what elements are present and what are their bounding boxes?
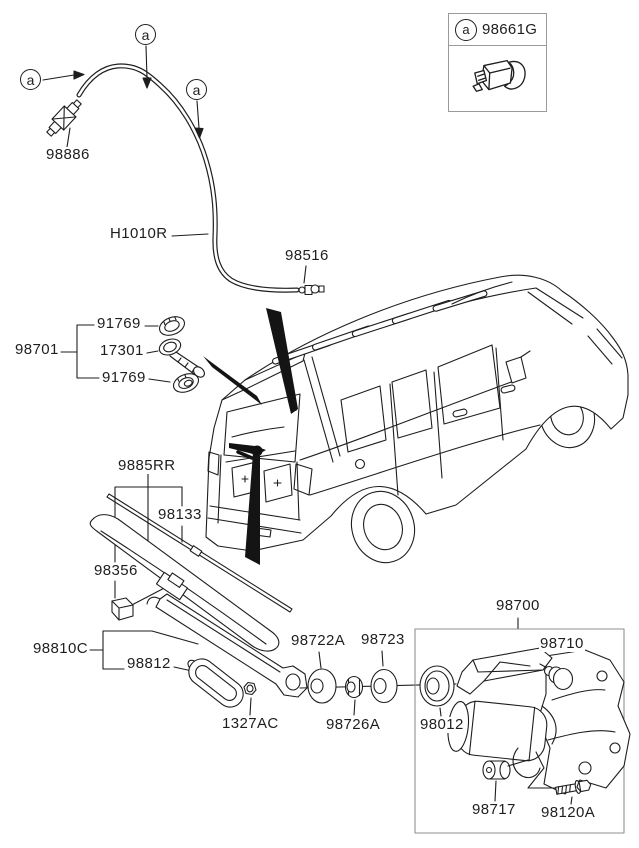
callout-letter: a xyxy=(141,26,150,43)
washer-nozzle-drawing xyxy=(298,284,325,296)
side-details xyxy=(299,328,623,496)
part-label-pivot-grommet: 98012 xyxy=(419,716,465,733)
part-label-pivot-nut: 98726A xyxy=(325,716,382,733)
part-label-grommet-tube: 17301 xyxy=(99,342,145,359)
part-label-blade-clip: 98356 xyxy=(93,562,139,579)
legend-callout-circle: a xyxy=(455,18,477,41)
washer-hose-drawing xyxy=(46,63,325,296)
legend-part-number: 98661G xyxy=(482,21,538,38)
legend-callout-letter: a xyxy=(462,22,470,37)
leader-lines xyxy=(42,45,573,805)
part-label-grommet-group: 98701 xyxy=(14,341,60,358)
part-label-motor: 98710 xyxy=(539,635,585,652)
clip-part-drawing xyxy=(471,59,526,92)
callout-a-1: a xyxy=(20,69,41,90)
legend-box: a 98661G xyxy=(448,13,547,112)
roof-rails xyxy=(271,290,488,365)
part-label-grommet-lower: 91769 xyxy=(101,369,147,386)
grommet-parts-drawing xyxy=(158,316,205,393)
hose-connector-drawing xyxy=(46,99,82,137)
part-label-motor-bushing: 98717 xyxy=(471,801,517,818)
part-label-washer-hose-connector: 98886 xyxy=(45,146,91,163)
callout-letter: a xyxy=(192,81,201,98)
pivot-fasteners-drawing xyxy=(299,668,457,704)
legend-header: a 98661G xyxy=(449,14,546,46)
part-label-motor-assembly: 98700 xyxy=(495,597,541,614)
callout-letter: a xyxy=(26,71,35,88)
part-label-pivot-cap: 98722A xyxy=(290,632,347,649)
part-label-wiper-arm-cover: 98812 xyxy=(126,655,172,672)
part-label-pivot-washer: 98723 xyxy=(360,631,406,648)
arm-nut-drawing xyxy=(243,681,257,696)
bolt-drawing xyxy=(555,779,592,795)
rear-window xyxy=(223,393,301,463)
callout-a-2: a xyxy=(135,24,156,45)
part-label-wiper-blade-refill: 98133 xyxy=(157,506,203,523)
part-label-washer-nozzle: 98516 xyxy=(284,247,330,264)
arm-cover-drawing xyxy=(187,658,244,708)
callout-a-3: a xyxy=(186,79,207,100)
part-label-wiper-blade-assembly: 9885RR xyxy=(117,457,177,474)
vehicle-drawing xyxy=(205,274,629,564)
bushing-drawing xyxy=(482,759,529,780)
motor-box xyxy=(414,628,631,834)
wiper-blade-drawing xyxy=(89,493,308,708)
part-label-wiper-arm-assembly: 98810C xyxy=(32,640,89,657)
part-label-grommet-upper: 91769 xyxy=(96,315,142,332)
legend-part-image xyxy=(449,46,546,110)
location-arrows xyxy=(203,308,298,565)
part-label-arm-mounting-nut: 1327AC xyxy=(221,715,280,732)
blade-clip-drawing xyxy=(111,597,134,621)
part-label-motor-bolt: 98120A xyxy=(540,804,597,821)
part-label-washer-hose: H1010R xyxy=(109,225,169,242)
